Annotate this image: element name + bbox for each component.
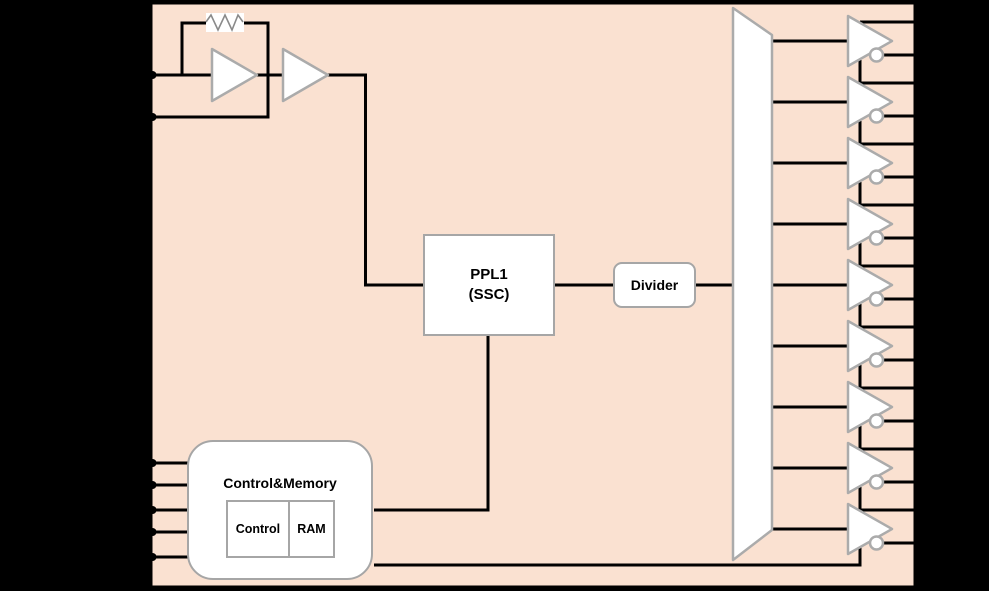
- output-buffer: [846, 441, 894, 495]
- inversion-bubble-icon: [868, 535, 885, 551]
- feedback-resistor: [205, 13, 244, 33]
- inversion-bubble-icon: [868, 47, 885, 63]
- output-buffer: [846, 502, 894, 556]
- inversion-bubble-icon: [868, 291, 885, 307]
- pin-dot: [148, 71, 157, 79]
- pin-dot: [148, 528, 157, 536]
- pll-to-control-wire: [374, 336, 490, 512]
- pll-label-line2: (SSC): [468, 286, 510, 303]
- feedback-wire: [150, 21, 270, 119]
- output-buffer: [846, 380, 894, 434]
- output-buffer: [846, 14, 894, 68]
- inversion-bubble-icon: [868, 352, 885, 368]
- inversion-bubble-icon: [868, 413, 885, 429]
- output-buffer: [846, 197, 894, 251]
- output-buffer: [846, 136, 894, 190]
- resistor-zigzag-icon: [205, 13, 244, 33]
- output-buffers: [846, 14, 894, 556]
- divider-label: Divider: [630, 277, 679, 293]
- pin-dot: [148, 553, 157, 561]
- output-buffer: [846, 258, 894, 312]
- pll-label-line1: PPL1: [470, 265, 508, 283]
- control-cell: Control: [226, 500, 290, 558]
- control-memory-title: Control&Memory: [223, 475, 337, 491]
- inversion-bubble-icon: [868, 230, 885, 246]
- control-memory-block: Control&Memory Control RAM: [187, 440, 373, 580]
- pll-block: PPL1 (SSC): [423, 234, 555, 336]
- control-memory-table: Control RAM: [226, 500, 335, 558]
- pin-dot: [148, 113, 157, 121]
- pin-dot: [148, 459, 157, 467]
- inversion-bubble-icon: [868, 108, 885, 124]
- osc-amplifier-icon: [210, 47, 259, 103]
- output-buffer: [846, 75, 894, 129]
- inversion-bubble-icon: [868, 169, 885, 185]
- output-mux: [731, 6, 774, 562]
- resistor-body: [206, 13, 244, 32]
- divider-block: Divider: [613, 262, 696, 308]
- ram-cell: RAM: [289, 500, 335, 558]
- output-buffer: [846, 319, 894, 373]
- pin-dot: [148, 506, 157, 514]
- pin-dot: [148, 481, 157, 489]
- inversion-bubble-icon: [868, 474, 885, 490]
- osc-buffer-icon: [281, 47, 330, 103]
